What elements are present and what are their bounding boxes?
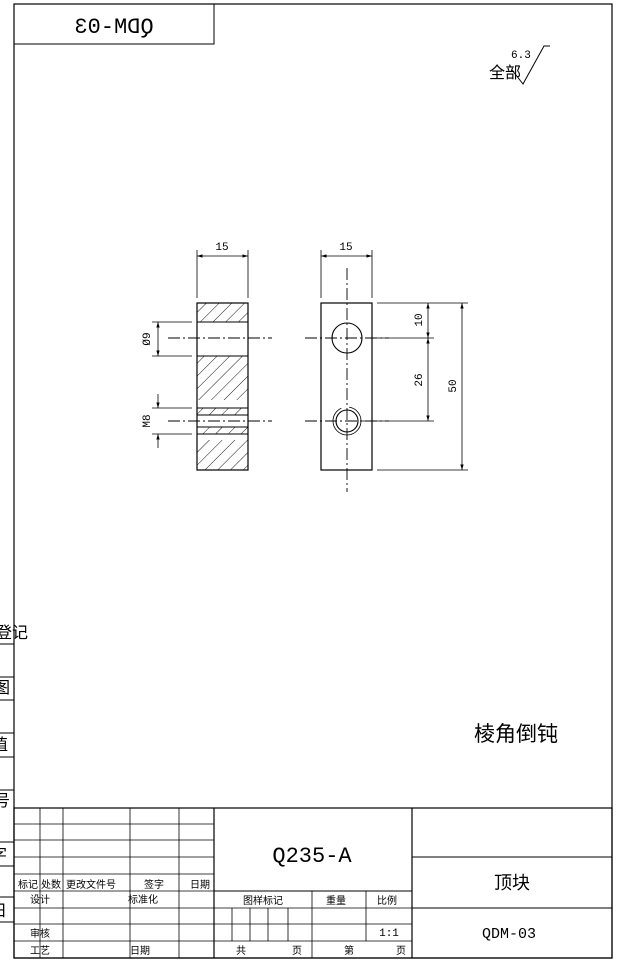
dim-hole-spacing: 26 xyxy=(414,373,426,386)
date-label: 日期 xyxy=(130,945,150,957)
rev-label-mark: 标记 xyxy=(18,879,38,891)
part-code: QDM-03 xyxy=(482,926,536,943)
rev-label-sign: 签字 xyxy=(144,878,164,891)
standardize-label: 标准化 xyxy=(128,893,158,906)
rev-label-file: 更改文件号 xyxy=(66,878,116,891)
roughness-value: 6.3 xyxy=(511,50,531,62)
roughness-symbol xyxy=(511,45,550,85)
margin-label: 号 xyxy=(0,791,10,810)
margin-label: 值 xyxy=(0,735,8,754)
margin-label: 登记 xyxy=(0,623,28,642)
edge-note: 棱角倒钝 xyxy=(474,722,558,746)
dim-thread: M8 xyxy=(142,414,154,427)
part-name: 顶块 xyxy=(494,873,530,894)
dim-front-width: 15 xyxy=(339,242,352,254)
roughness-prefix: 全部 xyxy=(489,63,521,82)
margin-labels: 登记 图 值 号 字 日 xyxy=(0,623,28,923)
total-label: 共 xyxy=(236,945,246,957)
mark-label: 图样标记 xyxy=(243,894,283,907)
title-block xyxy=(13,807,613,959)
margin-label: 图 xyxy=(0,678,10,697)
code-box xyxy=(13,3,215,45)
process-label: 工艺 xyxy=(30,945,50,957)
total-page-label: 页 xyxy=(292,945,302,957)
dim-height: 50 xyxy=(448,379,460,392)
scale-label: 比例 xyxy=(377,894,397,907)
dim-side-width: 15 xyxy=(215,242,228,254)
rev-label-count: 处数 xyxy=(41,878,61,891)
weight-label: 重量 xyxy=(326,894,346,907)
side-dimensions xyxy=(152,250,249,448)
design-label: 设计 xyxy=(30,893,50,906)
margin-label: 日 xyxy=(0,901,7,920)
dim-hole-dia: Ø9 xyxy=(142,332,154,345)
review-label: 审核 xyxy=(30,927,50,940)
scale-value: 1:1 xyxy=(379,928,399,940)
sheet-label: 第 xyxy=(344,944,354,957)
front-dimensions xyxy=(320,250,468,471)
sheet-page-label: 页 xyxy=(396,945,406,957)
mirrored-code: QDM-03 xyxy=(74,15,153,40)
front-view xyxy=(305,268,389,492)
side-view xyxy=(168,302,272,471)
margin-label: 字 xyxy=(0,845,7,864)
rev-label-date: 日期 xyxy=(190,879,210,891)
material: Q235-A xyxy=(272,844,352,869)
drawing-frame xyxy=(13,3,613,959)
dim-top-offset: 10 xyxy=(414,313,426,326)
